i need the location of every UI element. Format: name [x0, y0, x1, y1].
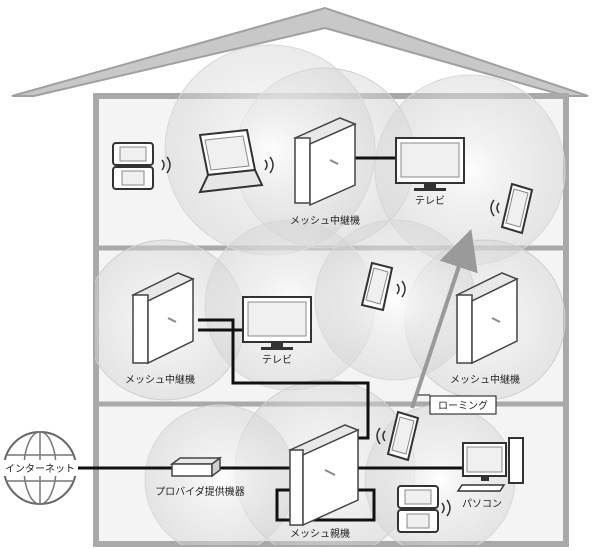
internet-label: インターネット: [5, 463, 75, 475]
cable-parent-to-relay-left: [198, 318, 370, 440]
tv-middle: テレビ: [242, 296, 312, 366]
mesh-relay-left-label: メッシュ中継機: [125, 373, 195, 386]
tv-top: テレビ: [395, 137, 465, 207]
roaming-label: ローミング: [438, 399, 488, 412]
roaming-arrow: ローミング: [410, 229, 497, 415]
coverage-lower-right: [364, 404, 516, 545]
pc-label: パソコン: [462, 498, 502, 510]
game-device-bottom-icon: [397, 485, 439, 533]
mesh-relay-left: メッシュ中継機: [125, 272, 195, 386]
tablet-roaming-icon: [386, 410, 420, 462]
wifi-signal-icon: [441, 499, 451, 517]
wifi-signal-icon: [396, 280, 406, 298]
cables: [78, 156, 462, 522]
mesh-relay-right: メッシュ中継機: [450, 272, 520, 386]
mesh-relay-top: メッシュ中継機: [290, 117, 360, 227]
mesh-parent-label: メッシュ親機: [290, 527, 350, 540]
cable-parent-to-game: [275, 488, 376, 522]
coverage-areas: [84, 44, 566, 545]
tablet-top-right-icon: [500, 182, 534, 235]
game-device-top-icon: [112, 142, 154, 190]
mesh-relay-right-label: メッシュ中継機: [450, 373, 520, 386]
tv-middle-label: テレビ: [262, 354, 292, 366]
wifi-signal-icon: [490, 199, 500, 217]
mesh-parent-router: メッシュ親機: [288, 424, 360, 540]
wifi-signal-icon: [161, 156, 171, 174]
pc: パソコン: [456, 437, 524, 510]
provider-equipment-label: プロバイダ提供機器: [155, 485, 245, 498]
laptop-icon: [198, 128, 264, 194]
wifi-signal-icon: [376, 427, 386, 445]
roaming-label-box: [429, 395, 497, 415]
tablet-middle-icon: [360, 261, 394, 312]
internet-globe-icon: インターネット: [2, 431, 78, 505]
tv-top-label: テレビ: [415, 195, 445, 207]
roaming-arrow-line: [410, 229, 478, 409]
wifi-signal-icon: [264, 156, 274, 174]
coverage-center: [314, 219, 476, 381]
mesh-relay-top-label: メッシュ中継機: [290, 214, 360, 227]
provider-equipment: プロバイダ提供機器: [155, 456, 245, 498]
coverage-lower-left: [144, 404, 296, 545]
wifi-signals: [161, 156, 500, 517]
